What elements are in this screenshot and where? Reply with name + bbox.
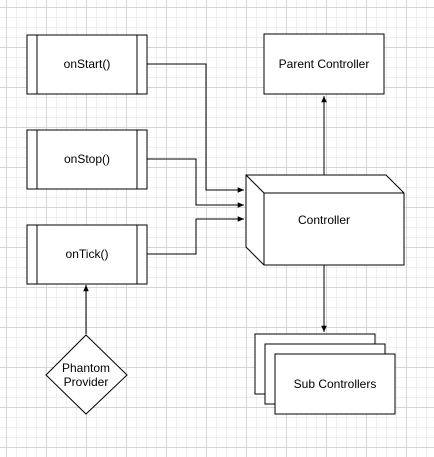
parent-controller-label: Parent Controller [279,57,370,71]
phantom-provider-node[interactable]: Phantom Provider [45,334,128,415]
sub-controllers-node[interactable]: Sub Controllers [254,333,396,415]
onstart-label: onStart() [64,57,111,71]
controller-node[interactable]: Controller [245,174,405,266]
controller-label: Controller [298,213,350,227]
onstop-node[interactable]: onStop() [26,129,148,190]
onstop-label: onStop() [64,152,110,166]
parent-controller-node[interactable]: Parent Controller [263,33,385,95]
phantom-provider-label-line1: Phantom [62,361,110,375]
edge-onstart-controller[interactable] [147,63,244,193]
sub-controllers-label: Sub Controllers [294,377,377,391]
edge-onstop-controller[interactable] [147,158,244,208]
onstart-node[interactable]: onStart() [26,34,148,95]
edge-ontick-controller[interactable] [147,216,244,255]
ontick-node[interactable]: onTick() [26,224,148,285]
phantom-provider-label-line2: Provider [64,375,109,389]
ontick-label: onTick() [66,247,109,261]
